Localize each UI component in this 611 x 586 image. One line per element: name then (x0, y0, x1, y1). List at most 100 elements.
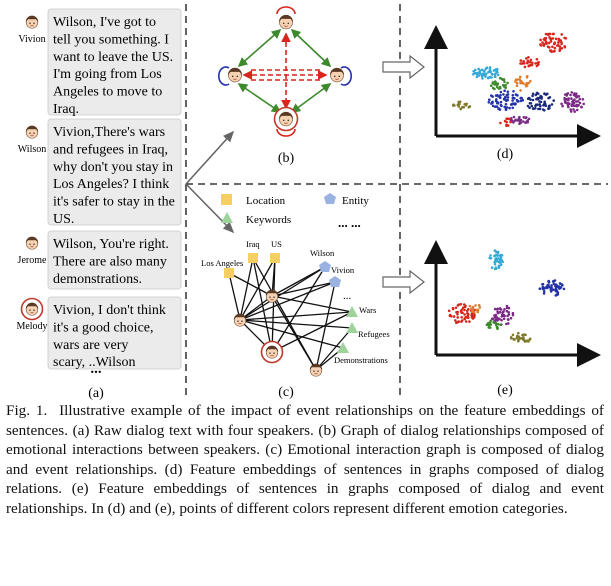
embedding-point (524, 116, 527, 120)
embedding-point (554, 289, 557, 292)
embedding-point (542, 287, 546, 290)
arrow-to-b (185, 130, 235, 185)
embedding-point (507, 318, 510, 321)
embedding-point (578, 101, 582, 105)
embedding-point (525, 57, 528, 60)
embedding-point (451, 307, 455, 311)
embedding-point (518, 115, 521, 119)
embedding-point (529, 58, 533, 62)
embedding-point (535, 64, 539, 68)
embedding-point (524, 121, 527, 124)
embedding-point (571, 102, 574, 106)
embedding-point (473, 311, 476, 314)
embedding-point (513, 97, 516, 100)
embedding-point (501, 78, 505, 81)
caption-label: Fig. 1. (6, 402, 48, 419)
embedding-point (502, 310, 505, 313)
graph-edge (271, 281, 336, 297)
graph-edge (239, 311, 353, 321)
embedding-point (539, 94, 542, 98)
embedding-point (490, 266, 494, 269)
embedding-point (541, 283, 544, 286)
label-b: (b) (278, 151, 295, 166)
embedding-point (496, 322, 500, 326)
embedding-point (494, 321, 498, 325)
embedding-point (562, 287, 566, 291)
embedding-point (503, 105, 507, 109)
keyword-node-wars (346, 306, 358, 317)
embedding-point (560, 33, 563, 36)
embedding-point (554, 37, 558, 41)
embedding-point (529, 79, 532, 83)
dialog-line: it's safer to stay in the (53, 195, 175, 210)
embedding-point (542, 42, 546, 46)
embedding-point (506, 93, 510, 96)
embedding-point (561, 104, 564, 108)
speaker-node-icon (273, 106, 299, 132)
embedding-point (518, 122, 521, 125)
embedding-point (520, 96, 523, 100)
embedding-point (521, 82, 525, 85)
embedding-point (467, 308, 470, 311)
embedding-point (500, 318, 503, 322)
embedding-point (511, 311, 515, 315)
embedding-point (471, 305, 475, 309)
embedding-point (493, 314, 496, 317)
embedding-point (508, 106, 511, 110)
keyword-legend-icon (221, 212, 233, 223)
graph-edge (239, 281, 336, 321)
embedding-point (526, 61, 529, 65)
embedding-point (498, 96, 502, 100)
speaker-avatar-icon (25, 15, 39, 29)
embedding-point (481, 77, 484, 80)
embedding-point (517, 331, 520, 335)
embedding-point (463, 317, 467, 321)
embedding-point (516, 334, 519, 338)
dialog-line: tell you something. I (53, 32, 169, 47)
embedding-point (572, 99, 575, 102)
embedding-point (534, 93, 538, 97)
embedding-point (507, 322, 510, 325)
embedding-point (499, 256, 503, 260)
embedding-point (495, 316, 499, 319)
embedding-point (489, 70, 493, 74)
embedding-point (488, 98, 491, 101)
embedding-point (504, 83, 507, 87)
embedding-point (553, 46, 557, 50)
embedding-point (506, 90, 510, 94)
embedding-point (512, 337, 515, 341)
embedding-point (549, 40, 553, 43)
embedding-point (471, 308, 475, 312)
dialog-bubble (47, 230, 182, 290)
embedding-point (528, 106, 531, 109)
embedding-point (509, 337, 513, 340)
embedding-point (494, 259, 497, 262)
embedding-point (502, 317, 506, 321)
node-label-vivion: Vivion (331, 265, 355, 275)
embedding-point (551, 37, 555, 40)
graph-edge (271, 266, 326, 297)
embedding-point (531, 107, 535, 110)
embedding-point (496, 310, 499, 314)
embedding-point (545, 41, 548, 45)
speaker-name: Melody (16, 321, 47, 332)
embedding-point (488, 321, 492, 325)
embedding-point (544, 32, 548, 36)
embedding-point (511, 313, 515, 317)
embedding-point (467, 105, 471, 109)
embedding-point (504, 98, 508, 102)
embedding-point (477, 303, 481, 307)
embedding-point (527, 56, 530, 59)
embedding-point (496, 307, 499, 311)
embedding-point (493, 87, 496, 91)
embedding-point (522, 60, 525, 63)
arrow-to-c (185, 183, 235, 234)
embedding-point (526, 59, 530, 63)
node-label-wilson: Wilson (310, 248, 335, 258)
graph-edge (239, 257, 276, 321)
embedding-point (466, 314, 470, 317)
entity-node-wilson (319, 261, 331, 272)
dialog-line: it's a good choice, (53, 320, 154, 335)
embedding-point (474, 68, 477, 72)
embedding-point (560, 47, 564, 50)
